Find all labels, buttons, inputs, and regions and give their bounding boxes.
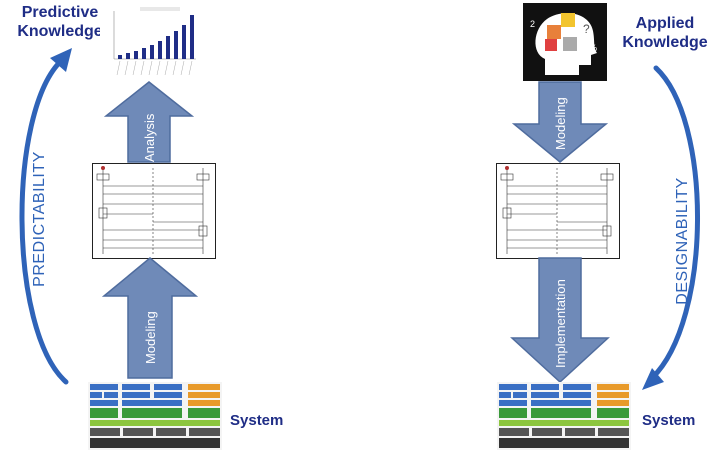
predictive-knowledge-title: Predictive Knowledge xyxy=(8,3,112,41)
modeling-left-label: Modeling xyxy=(143,311,158,364)
bar-chart-thumbnail xyxy=(100,5,200,83)
analysis-arrow: Analysis xyxy=(104,81,194,163)
title-line-1: Applied xyxy=(635,15,695,32)
chart-bar xyxy=(166,36,170,59)
system-stack-left xyxy=(88,382,222,450)
chart-bar xyxy=(142,48,146,59)
svg-text:2: 2 xyxy=(530,19,535,29)
implementation-label: Implementation xyxy=(553,279,568,368)
title-line-1: Predictive xyxy=(21,4,99,21)
designability-label: DESIGNABILITY xyxy=(674,177,691,305)
predictability-curve-arrow xyxy=(19,48,72,385)
chart-bar xyxy=(150,45,154,59)
implementation-arrow: Implementation xyxy=(510,257,610,384)
system-stack-right xyxy=(497,382,631,450)
chart-bar xyxy=(174,31,178,59)
modeling-down-arrow: Modeling xyxy=(512,81,608,163)
chart-bar xyxy=(182,25,186,59)
svg-text:?: ? xyxy=(583,22,590,36)
chart-bar xyxy=(126,53,130,59)
designability-curve-arrow xyxy=(642,65,700,390)
title-line-2: Knowledge xyxy=(17,23,103,40)
modeling-right-label: Modeling xyxy=(553,97,568,150)
chart-bar xyxy=(118,55,122,59)
svg-text:%: % xyxy=(589,43,597,53)
applied-knowledge-title: Applied Knowledge xyxy=(618,14,712,52)
sequence-diagram-right xyxy=(496,163,620,259)
system-label-left: System xyxy=(230,412,284,429)
system-label-right: System xyxy=(642,412,696,429)
sequence-diagram-left xyxy=(92,163,216,259)
chart-bar xyxy=(190,15,194,59)
head-knowledge-icon: 2 ? % xyxy=(523,3,607,81)
modeling-up-arrow: Modeling xyxy=(102,257,198,379)
chart-bar xyxy=(158,41,162,59)
title-line-2: Knowledge xyxy=(622,34,708,51)
chart-bar xyxy=(134,51,138,59)
predictability-label: PREDICTABILITY xyxy=(31,151,48,287)
analysis-label: Analysis xyxy=(142,113,157,162)
